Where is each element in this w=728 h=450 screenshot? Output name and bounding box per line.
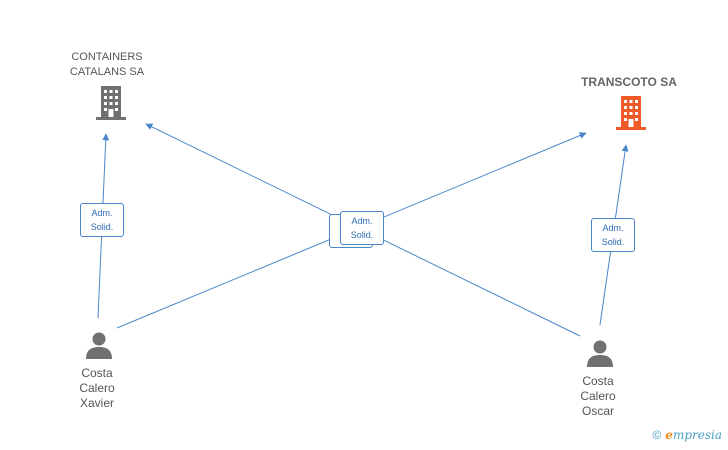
brand-initial: e — [665, 428, 673, 442]
company-name-transcoto[interactable]: TRANSCOTO SA — [572, 75, 686, 90]
role-line: Adm. — [602, 223, 624, 233]
person-name-line: Xavier — [79, 396, 114, 410]
role-line: Solid. — [90, 222, 114, 232]
person-name-line: Costa — [81, 366, 113, 380]
role-line: Adm. — [91, 208, 113, 218]
empresia-logo[interactable]: ©empresia — [652, 428, 722, 442]
person-name-line: Calero — [580, 389, 616, 403]
role-badge-xavier-transcoto[interactable]: Adm. Solid. — [340, 211, 384, 245]
role-badge-xavier-containers[interactable]: Adm. Solid. — [80, 203, 124, 237]
role-line: Solid. — [601, 237, 625, 247]
person-icon[interactable] — [85, 331, 113, 359]
company-name-line: TRANSCOTO SA — [581, 75, 677, 89]
person-icon[interactable] — [586, 339, 614, 367]
building-icon[interactable] — [616, 96, 646, 130]
person-name-oscar[interactable]: Costa Calero Oscar — [567, 374, 629, 419]
person-name-line: Costa — [582, 374, 614, 388]
building-icon[interactable] — [96, 86, 126, 120]
role-badge-oscar-transcoto[interactable]: Adm. Solid. — [591, 218, 635, 252]
person-name-line: Calero — [79, 381, 115, 395]
company-name-line: CATALANS SA — [69, 66, 145, 78]
brand-name: mpresia — [672, 428, 722, 442]
person-name-line: Oscar — [581, 404, 614, 418]
copyright-icon: © — [652, 428, 662, 442]
company-name-line: CONTAINERS — [71, 51, 143, 63]
role-line: Adm. — [351, 216, 373, 226]
company-name-containers[interactable]: CONTAINERS CATALANS SA — [52, 50, 162, 80]
role-line: Solid. — [350, 230, 374, 240]
person-name-xavier[interactable]: Costa Calero Xavier — [66, 366, 128, 411]
